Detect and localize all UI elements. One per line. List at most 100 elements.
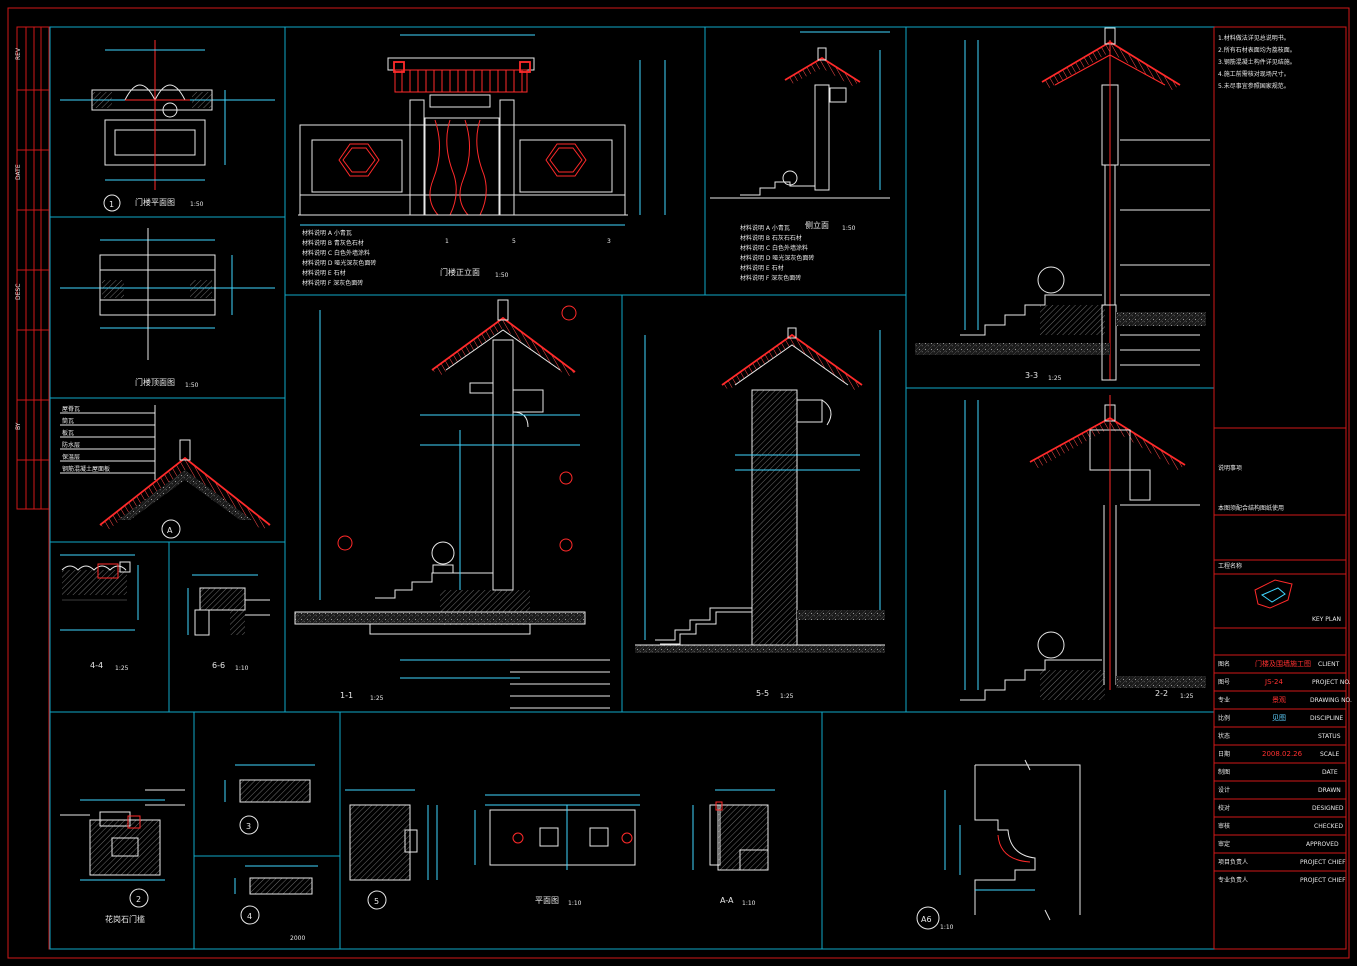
svg-text:状态: 状态 [1218,732,1230,740]
svg-text:CLIENT: CLIENT [1318,661,1340,668]
svg-text:A6: A6 [921,915,932,924]
svg-text:专业: 专业 [1218,696,1230,704]
svg-text:6-6: 6-6 [212,661,225,670]
svg-text:5: 5 [512,238,516,245]
svg-text:5: 5 [374,897,379,906]
svg-text:2.所有石材表面均为荔枝面。: 2.所有石材表面均为荔枝面。 [1218,46,1296,54]
svg-text:CHECKED: CHECKED [1314,823,1343,830]
svg-text:4.施工前需核对现场尺寸。: 4.施工前需核对现场尺寸。 [1218,70,1290,78]
svg-text:材料说明 E 石材: 材料说明 E 石材 [302,269,346,277]
section-a-a: A-A 1:10 [692,789,775,907]
plan-top-view: 门楼顶面图 1:50 [60,228,275,389]
svg-text:KEY PLAN: KEY PLAN [1312,616,1341,623]
svg-text:1:10: 1:10 [235,665,249,672]
svg-text:JS-24: JS-24 [1264,678,1283,686]
svg-text:4-4: 4-4 [90,661,103,670]
detail-3: 3 [224,764,315,835]
svg-text:2008.02.26: 2008.02.26 [1262,750,1303,758]
section-2-2: 2-2 1:25 [960,395,1206,701]
svg-text:日期: 日期 [1218,750,1230,758]
plan-1-title: 门楼平面图 [135,197,175,207]
svg-text:1.材料做法详见总说明书。: 1.材料做法详见总说明书。 [1218,34,1290,42]
svg-text:材料说明 F 深灰色面砖: 材料说明 F 深灰色面砖 [302,279,363,287]
svg-text:保温层: 保温层 [62,453,80,461]
svg-text:材料说明 B 青灰色石材: 材料说明 B 青灰色石材 [302,239,364,247]
svg-text:1:10: 1:10 [568,900,582,907]
svg-text:板瓦: 板瓦 [62,429,74,437]
svg-text:材料说明 B 石灰石石材: 材料说明 B 石灰石石材 [740,234,802,242]
side-elevation: 材料说明 A 小青瓦 材料说明 B 石灰石石材 材料说明 C 白色外墙涂料 材料… [710,31,890,282]
svg-text:比例: 比例 [1218,714,1230,722]
svg-text:门楼及围墙施工图: 门楼及围墙施工图 [1255,659,1311,668]
svg-text:材料说明 E 石材: 材料说明 E 石材 [740,264,784,272]
svg-text:校对: 校对 [1218,804,1230,812]
svg-text:本图须配合结构图纸使用: 本图须配合结构图纸使用 [1218,504,1284,512]
svg-text:钢筋混凝土屋面板: 钢筋混凝土屋面板 [62,465,110,473]
svg-text:PROJECT NO.: PROJECT NO. [1312,679,1351,686]
svg-text:4: 4 [247,912,252,921]
detail-5: 5 [345,789,438,910]
detail-2-granite-threshold: 2 花岗石门槛 [60,789,185,924]
svg-text:平面图: 平面图 [535,896,559,905]
svg-text:DISCIPLINE: DISCIPLINE [1310,715,1343,722]
svg-text:1:25: 1:25 [1048,375,1062,382]
svg-text:屋脊瓦: 屋脊瓦 [62,405,80,413]
svg-text:2: 2 [136,895,141,904]
svg-text:PROJECT CHIEF: PROJECT CHIEF [1300,877,1346,884]
svg-text:1: 1 [109,200,114,209]
svg-text:审核: 审核 [1218,822,1230,830]
svg-text:侧立面: 侧立面 [805,220,829,230]
svg-text:材料说明 F 深灰色面砖: 材料说明 F 深灰色面砖 [740,274,801,282]
svg-text:工程名称: 工程名称 [1218,562,1242,570]
svg-text:DRAWING NO.: DRAWING NO. [1310,697,1352,704]
small-plan-view: 平面图 1:10 [474,794,640,907]
svg-text:1:25: 1:25 [780,693,794,700]
svg-text:材料说明 C 白色外墙涂料: 材料说明 C 白色外墙涂料 [740,244,808,252]
section-1-1: 1-1 1:25 [294,299,610,709]
left-revision-strip: REV DATE DESC BY [15,26,50,510]
svg-text:1:25: 1:25 [115,665,129,672]
svg-text:1: 1 [445,238,449,245]
front-elevation: 1 5 3 材料说明 A 小青瓦 材料说明 B 青灰色石材 材料说明 C 白色外… [298,34,666,287]
svg-text:DATE: DATE [1322,769,1338,776]
svg-text:项目负责人: 项目负责人 [1218,858,1248,866]
detail-4: 4 2000 [234,865,318,942]
svg-text:DRAWN: DRAWN [1318,787,1341,794]
section-4-4: 4-4 1:25 [60,554,139,672]
svg-text:图名: 图名 [1218,660,1230,668]
detail-a6: A6 1:10 [916,759,1081,931]
svg-text:制图: 制图 [1218,768,1230,776]
svg-text:1:25: 1:25 [370,695,384,702]
svg-text:A: A [167,526,173,535]
svg-text:材料说明 C 白色外墙涂料: 材料说明 C 白色外墙涂料 [302,249,370,257]
svg-text:3.钢筋混凝土构件详见结施。: 3.钢筋混凝土构件详见结施。 [1218,58,1296,66]
svg-text:1:50: 1:50 [190,201,204,208]
svg-text:景观: 景观 [1272,696,1286,704]
svg-text:DESIGNED: DESIGNED [1312,805,1344,812]
svg-text:材料说明 D 哑光深灰色面砖: 材料说明 D 哑光深灰色面砖 [740,254,814,262]
svg-text:1:50: 1:50 [495,272,509,279]
svg-text:5-5: 5-5 [756,689,769,698]
svg-text:APPROVED: APPROVED [1306,841,1339,848]
svg-text:材料说明 D 哑光深灰色面砖: 材料说明 D 哑光深灰色面砖 [302,259,376,267]
svg-text:图号: 图号 [1218,679,1230,686]
front-elev-title: 门楼正立面 [440,267,480,277]
plan-top-title: 门楼顶面图 [135,377,175,387]
svg-text:A-A: A-A [720,896,734,905]
svg-text:筒瓦: 筒瓦 [62,417,74,425]
svg-text:设计: 设计 [1218,786,1230,794]
svg-text:1:10: 1:10 [742,900,756,907]
svg-text:1:10: 1:10 [940,924,954,931]
title-block: 1.材料做法详见总说明书。 2.所有石材表面均为荔枝面。 3.钢筋混凝土构件详见… [1213,27,1352,949]
svg-text:2000: 2000 [290,935,305,942]
svg-text:见图: 见图 [1272,714,1286,722]
svg-text:STATUS: STATUS [1318,733,1341,740]
svg-text:3: 3 [607,238,611,245]
svg-text:REV: REV [15,47,22,60]
outer-frame [7,7,1350,959]
svg-text:1:50: 1:50 [842,225,856,232]
svg-text:5.未尽事宜参照国家规范。: 5.未尽事宜参照国家规范。 [1218,82,1290,90]
svg-text:3-3: 3-3 [1025,371,1038,380]
panel-grid [49,26,1215,950]
